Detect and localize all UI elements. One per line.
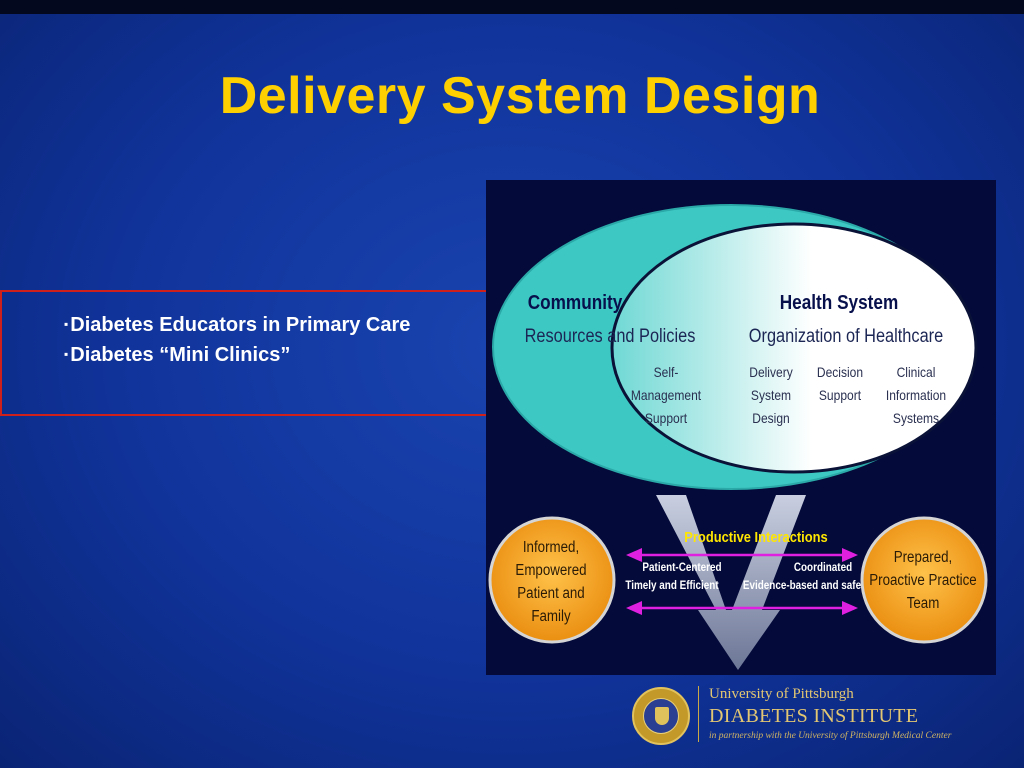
patient-centered-label: Patient-Centered — [642, 562, 722, 574]
bullet-item: ▪Diabetes “Mini Clinics” — [64, 340, 410, 370]
team-node-circle — [860, 516, 988, 644]
bullet-text: Diabetes Educators in Primary Care — [70, 314, 411, 336]
interaction-arrow-top — [626, 548, 858, 562]
university-seal-icon — [632, 687, 690, 745]
bullet-text: Diabetes “Mini Clinics” — [70, 344, 291, 366]
self-management-support-label: Self- Management Support — [630, 364, 702, 426]
team-node-label: Prepared, Proactive Practice Team — [869, 549, 977, 612]
bullet-mark-icon: ▪ — [64, 317, 69, 331]
bullet-item: ▪Diabetes Educators in Primary Care — [64, 310, 410, 340]
coordinated-label: Coordinated — [793, 562, 853, 574]
bullet-box: ▪Diabetes Educators in Primary Care ▪Dia… — [0, 290, 520, 416]
timely-efficient-label: Timely and Efficient — [625, 580, 719, 592]
delivery-system-design-label: Delivery System Design — [749, 364, 793, 426]
chronic-care-model-figure: Community Resources and Policies Health … — [486, 180, 996, 675]
logo-divider — [698, 686, 699, 742]
productive-interactions-title: Productive Interactions — [684, 529, 828, 546]
decision-support-label: Decision Support — [816, 364, 864, 403]
patient-node-circle — [488, 516, 616, 644]
interaction-arrow-bottom — [626, 601, 858, 615]
down-arrow-shape — [656, 495, 806, 670]
bullet-mark-icon: ▪ — [64, 347, 69, 361]
university-name: University of Pittsburgh — [709, 686, 854, 702]
institute-name: DIABETES INSTITUTE — [709, 705, 919, 727]
community-title: Community — [527, 292, 623, 314]
clinical-information-systems-label: Clinical Information Systems — [885, 364, 947, 426]
slide-title: Delivery System Design — [219, 67, 821, 125]
community-subtitle: Resources and Policies — [524, 326, 696, 347]
partnership-text: in partnership with the University of Pi… — [709, 731, 952, 741]
patient-node-label: Informed, Empowered Patient and Family — [515, 539, 587, 625]
model-graphics — [488, 204, 988, 670]
top-strip — [0, 0, 1024, 14]
health-system-title: Health System — [779, 292, 899, 314]
evidence-based-label: Evidence-based and safe — [742, 580, 862, 592]
health-system-ellipse — [610, 222, 978, 474]
health-system-subtitle: Organization of Healthcare — [748, 326, 944, 347]
bullet-list: ▪Diabetes Educators in Primary Care ▪Dia… — [64, 310, 410, 370]
